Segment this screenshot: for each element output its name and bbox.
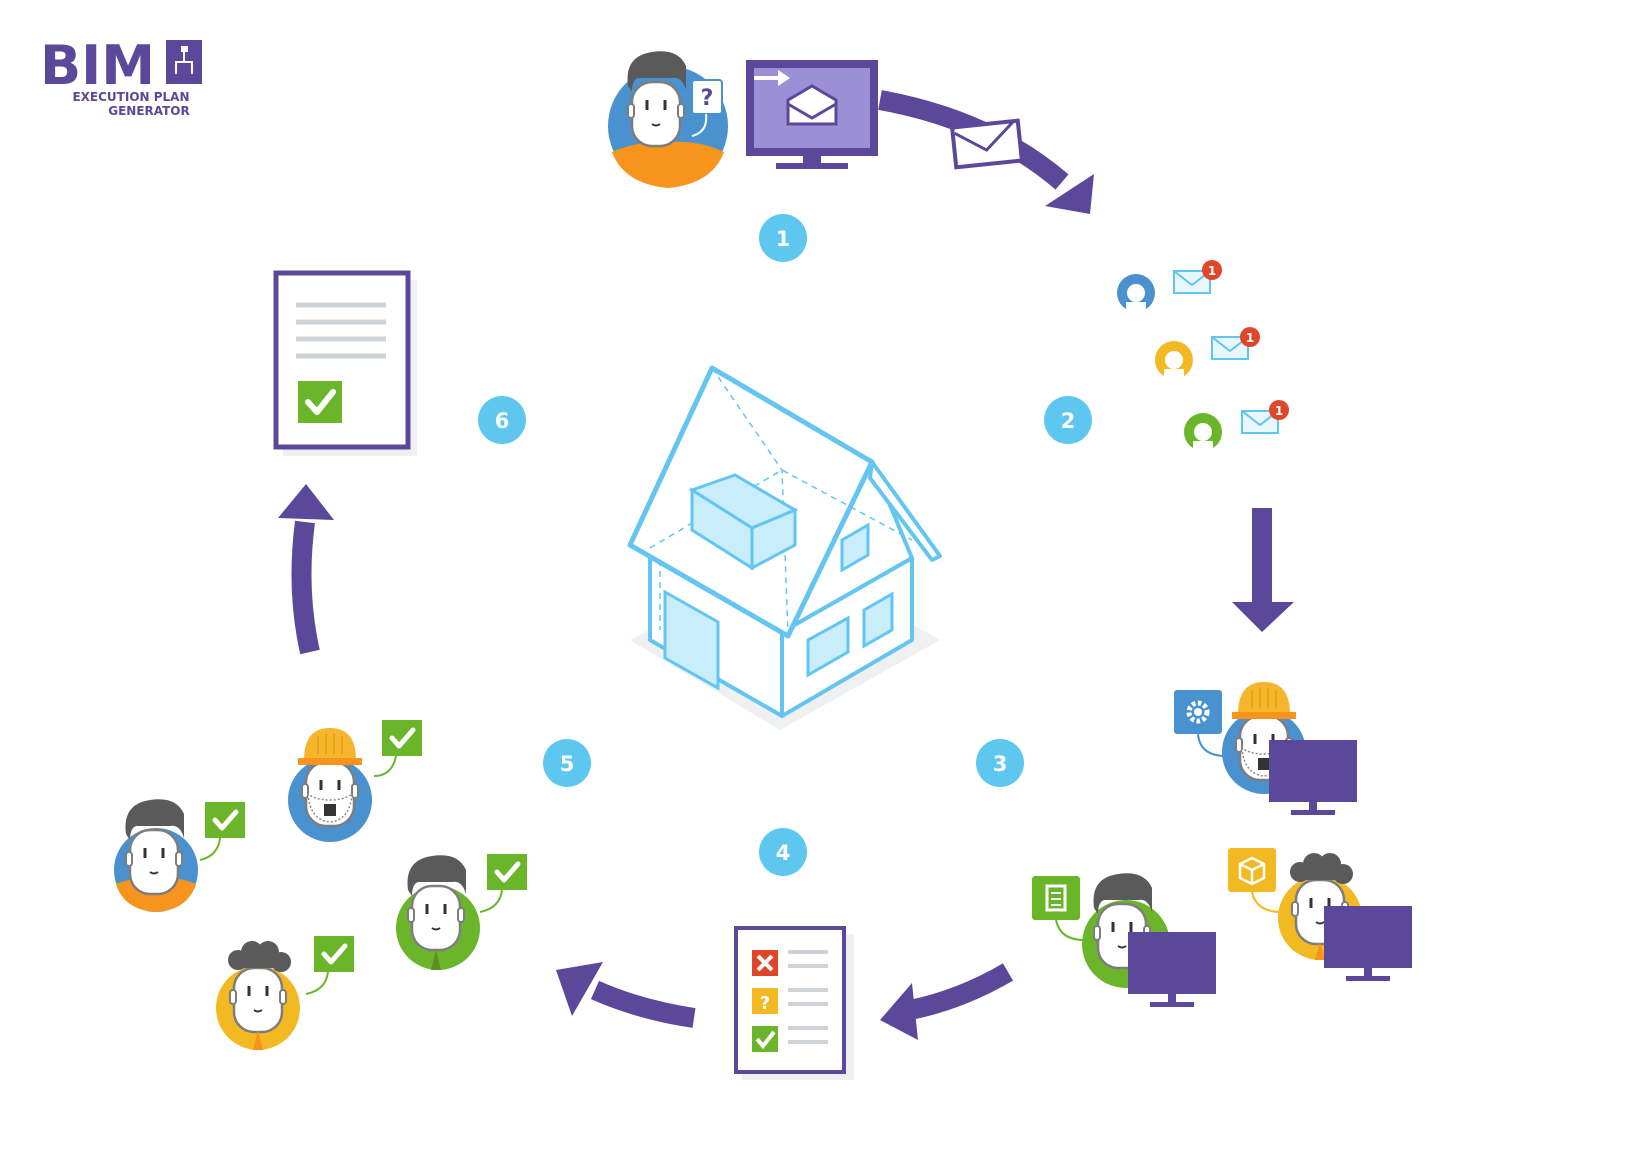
logo-line2: GENERATOR (108, 104, 190, 118)
step-badge-1: 1 (759, 214, 807, 262)
svg-text:?: ? (701, 86, 714, 111)
step-badge-5: 5 (543, 739, 591, 787)
checkmark-icon (487, 854, 527, 890)
logo: BIM EXECUTION PLAN GENERATOR (40, 34, 202, 118)
review-checklist: ? (734, 926, 854, 1080)
svg-text:1: 1 (1246, 331, 1254, 345)
flying-envelope-icon (949, 118, 1025, 170)
svg-text:5: 5 (560, 752, 575, 776)
arrow-step4-to-step5 (590, 980, 696, 1028)
recipient-2: 1 (1155, 327, 1260, 379)
question-icon (752, 988, 778, 1014)
logo-line1: EXECUTION PLAN (72, 90, 189, 104)
checkmark-icon (205, 802, 245, 838)
flow-arrows (291, 90, 1272, 1028)
step3-architect (1032, 873, 1216, 1007)
recipient-1: 1 (1117, 260, 1222, 312)
step5-approver-architect (396, 854, 527, 970)
step2-notifications: 1 1 1 (1117, 260, 1289, 451)
svg-text:1: 1 (1208, 264, 1216, 278)
step-badge-2: 2 (1044, 396, 1092, 444)
step3-engineer (1174, 681, 1357, 815)
step1-developer: ? (608, 51, 728, 188)
arrow-step5-to-step6 (291, 520, 320, 655)
logo-wordmark: BIM (40, 34, 155, 97)
monitor-envelope-icon (746, 60, 878, 169)
step3-modeler (1228, 848, 1412, 981)
step-badge-3: 3 (976, 739, 1024, 787)
svg-text:4: 4 (776, 841, 791, 865)
svg-text:?: ? (760, 993, 770, 1014)
house-blueprint-icon (627, 365, 942, 730)
svg-text:6: 6 (495, 409, 510, 433)
step-badge-4: 4 (759, 828, 807, 876)
approved-document (273, 270, 417, 456)
svg-text:3: 3 (993, 752, 1008, 776)
step-badge-6: 6 (478, 396, 526, 444)
checkmark-icon (298, 381, 342, 423)
arrow-step3-to-step4 (907, 963, 1014, 1020)
arrowheads (278, 174, 1294, 1040)
recipient-3: 1 (1184, 400, 1289, 451)
step5-approver-modeler (216, 936, 354, 1050)
checkmark-icon (314, 936, 354, 972)
step5-approver-developer (114, 799, 245, 912)
svg-text:2: 2 (1061, 409, 1076, 433)
step5-approver-engineer (288, 720, 422, 842)
checkmark-icon (752, 1026, 778, 1052)
checkmark-icon (382, 720, 422, 756)
svg-text:1: 1 (1275, 404, 1283, 418)
svg-text:1: 1 (776, 227, 791, 251)
